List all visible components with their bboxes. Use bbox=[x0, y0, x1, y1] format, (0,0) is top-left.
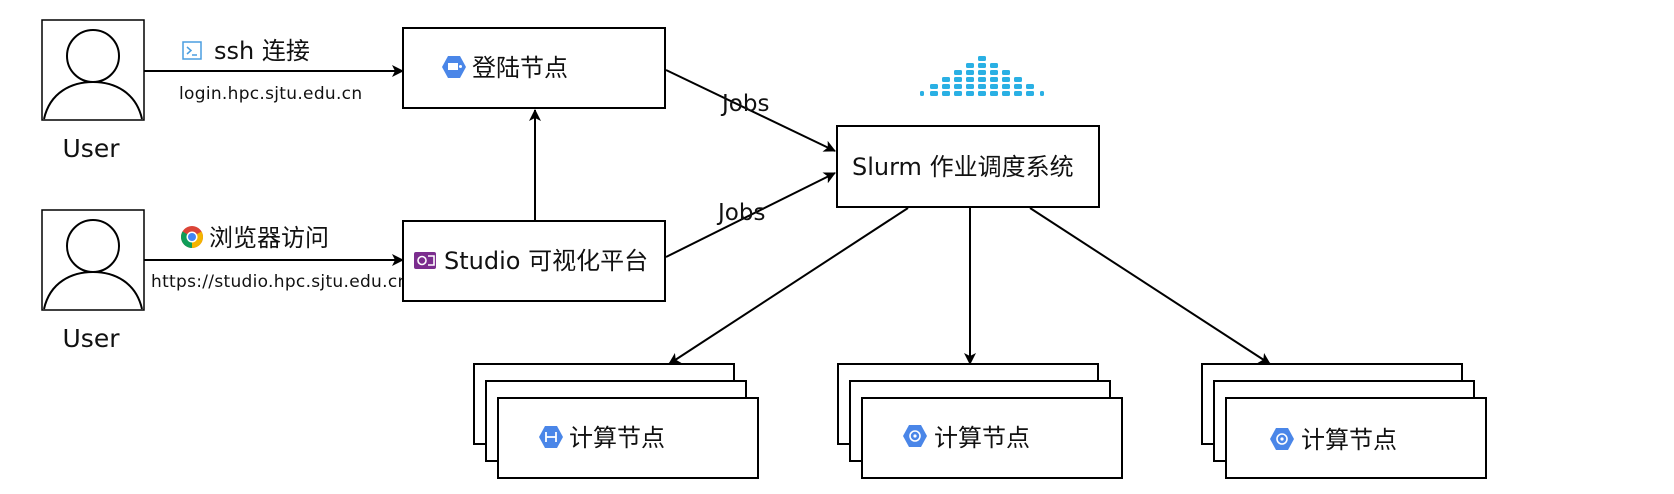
slurm-logo-dot bbox=[966, 63, 974, 68]
user-icon bbox=[43, 219, 143, 310]
slurm-logo-dot bbox=[978, 63, 986, 68]
browser-access-label: 浏览器访问 https://studio.hpc.sjtu.edu.cn bbox=[151, 224, 409, 292]
user-icon bbox=[43, 29, 143, 120]
slurm-logo-dot bbox=[1014, 77, 1022, 82]
compute-node-stack-3: 计算节点 bbox=[1201, 363, 1487, 479]
ssh-access-label: ssh 连接 login.hpc.sjtu.edu.cn bbox=[179, 37, 362, 104]
slurm-logo-dot bbox=[966, 91, 974, 96]
slurm-logo-dot bbox=[990, 91, 998, 96]
compute-node-label: 计算节点 bbox=[569, 424, 665, 452]
slurm-logo-dot bbox=[966, 77, 974, 82]
edge-studio-to-slurm bbox=[665, 172, 836, 258]
hexagon-server-icon bbox=[442, 56, 466, 78]
user-top-label: User bbox=[63, 134, 121, 163]
user-bottom-label: User bbox=[63, 324, 121, 353]
hexagon-compute-icon bbox=[1270, 428, 1294, 450]
studio-node: Studio 可视化平台 bbox=[402, 220, 666, 302]
slurm-logo-dot bbox=[978, 77, 986, 82]
login-node: 登陆节点 bbox=[402, 27, 666, 109]
slurm-node-label: Slurm 作业调度系统 bbox=[852, 153, 1074, 181]
edge-label-jobs-top: Jobs bbox=[720, 91, 769, 117]
edge-label-jobs-bottom: Jobs bbox=[716, 200, 765, 226]
slurm-logo bbox=[920, 56, 1044, 96]
browser-url: https://studio.hpc.sjtu.edu.cn bbox=[151, 272, 409, 292]
slurm-logo-dot bbox=[1026, 84, 1034, 89]
slurm-logo-dot bbox=[1014, 91, 1022, 96]
edge-login-to-slurm bbox=[665, 69, 836, 152]
slurm-logo-dot bbox=[1002, 84, 1010, 89]
slurm-logo-dot bbox=[930, 84, 938, 89]
slurm-logo-dot bbox=[990, 63, 998, 68]
compute-node-label: 计算节点 bbox=[1301, 426, 1397, 454]
ssh-label: ssh 连接 bbox=[214, 37, 310, 65]
slurm-logo-dot bbox=[978, 91, 986, 96]
slurm-logo-dot bbox=[1040, 91, 1044, 96]
slurm-node: Slurm 作业调度系统 bbox=[836, 125, 1100, 208]
compute-node-stack-1: 计算节点 bbox=[473, 363, 759, 479]
slurm-logo-dot bbox=[1014, 84, 1022, 89]
slurm-logo-dot bbox=[942, 77, 950, 82]
edge-slurm-to-compute-3 bbox=[1029, 207, 1271, 365]
slurm-logo-dot bbox=[966, 70, 974, 75]
slurm-logo-dot bbox=[954, 70, 962, 75]
hexagon-compute-icon bbox=[539, 426, 563, 448]
terminal-icon bbox=[182, 41, 202, 60]
slurm-logo-dot bbox=[930, 91, 938, 96]
slurm-logo-dot bbox=[942, 91, 950, 96]
slurm-logo-dot bbox=[920, 91, 924, 96]
user-top: User bbox=[41, 19, 145, 163]
slurm-logo-dot bbox=[990, 70, 998, 75]
slurm-logo-dot bbox=[1026, 91, 1034, 96]
hexagon-compute-icon bbox=[903, 425, 927, 447]
compute-node-stack-2: 计算节点 bbox=[837, 363, 1123, 479]
studio-icon bbox=[414, 252, 436, 269]
compute-node-label: 计算节点 bbox=[934, 424, 1030, 452]
slurm-logo-dot bbox=[978, 56, 986, 61]
slurm-logo-dot bbox=[954, 84, 962, 89]
slurm-logo-dot bbox=[990, 77, 998, 82]
slurm-logo-dot bbox=[954, 77, 962, 82]
slurm-logo-dot bbox=[1002, 70, 1010, 75]
slurm-logo-dot bbox=[1002, 91, 1010, 96]
ssh-host: login.hpc.sjtu.edu.cn bbox=[179, 84, 362, 104]
user-bottom: User bbox=[41, 209, 145, 353]
slurm-logo-dot bbox=[942, 84, 950, 89]
slurm-logo-dot bbox=[954, 91, 962, 96]
slurm-logo-dots bbox=[920, 56, 1044, 96]
slurm-logo-dot bbox=[990, 84, 998, 89]
slurm-logo-dot bbox=[978, 70, 986, 75]
login-node-label: 登陆节点 bbox=[472, 54, 568, 82]
edge-slurm-to-compute-1 bbox=[668, 207, 909, 365]
slurm-logo-dot bbox=[978, 84, 986, 89]
slurm-logo-dot bbox=[966, 84, 974, 89]
slurm-logo-dot bbox=[1002, 77, 1010, 82]
studio-node-label: Studio 可视化平台 bbox=[444, 247, 648, 275]
browser-label: 浏览器访问 bbox=[209, 224, 329, 252]
chrome-icon bbox=[181, 226, 203, 248]
